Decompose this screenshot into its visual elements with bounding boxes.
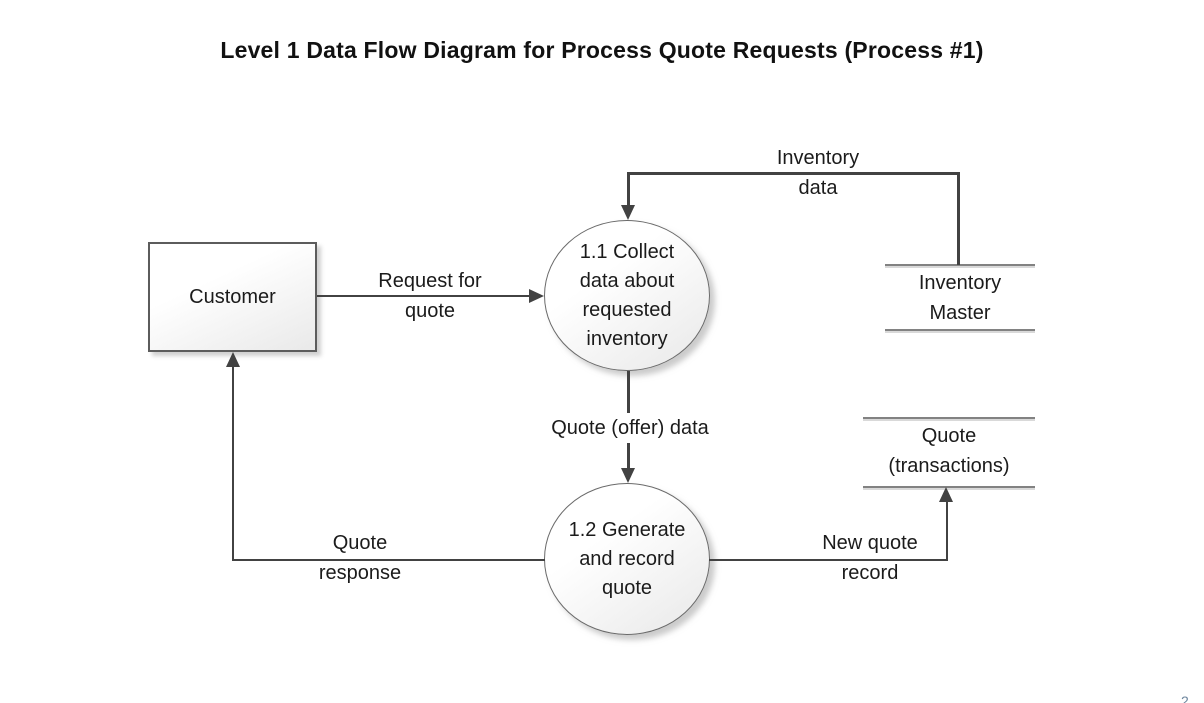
store-inventory-master-bottom-line bbox=[885, 329, 1035, 331]
process-1-1-collect-data: 1.1 Collect data about requested invento… bbox=[544, 220, 710, 371]
entity-customer: Customer bbox=[148, 242, 317, 352]
flow-inventory-data-hline bbox=[627, 172, 960, 175]
flow-new-quote-record-arrowhead-icon bbox=[939, 487, 953, 502]
flow-inventory-data-vline-store bbox=[957, 174, 960, 265]
flow-inventory-data-arrowhead-icon bbox=[621, 205, 635, 220]
flow-inventory-data-label: Inventory data bbox=[776, 147, 860, 199]
flow-quote-response-hline bbox=[232, 559, 545, 561]
process-1-2-label: 1.2 Generate and record quote bbox=[568, 518, 686, 599]
store-inventory-master-label: Inventory Master bbox=[918, 272, 1002, 324]
flow-quote-response-label: Quote response bbox=[318, 532, 402, 584]
entity-customer-label: Customer bbox=[189, 285, 276, 308]
flow-new-quote-record-hline bbox=[709, 559, 948, 561]
flow-quote-response-vline bbox=[232, 366, 234, 561]
flow-request-for-quote-label: Request for quote bbox=[378, 270, 482, 322]
flow-new-quote-record-label: New quote record bbox=[822, 532, 918, 584]
store-quote-transactions-top-line bbox=[863, 417, 1035, 419]
flow-request-for-quote-line bbox=[317, 295, 530, 297]
process-1-1-label: 1.1 Collect data about requested invento… bbox=[579, 240, 675, 350]
flow-quote-offer-data-arrowhead-icon bbox=[621, 468, 635, 483]
store-quote-transactions-label: Quote (transactions) bbox=[888, 425, 1010, 477]
flow-quote-offer-data-label: Quote (offer) data bbox=[526, 413, 734, 443]
process-1-2-generate-quote: 1.2 Generate and record quote bbox=[544, 483, 710, 635]
flow-request-for-quote-arrowhead-icon bbox=[529, 289, 544, 303]
page-number-fragment: 2 bbox=[1181, 693, 1189, 703]
flow-inventory-data-vline-process bbox=[627, 174, 630, 208]
store-inventory-master-top-line bbox=[885, 264, 1035, 266]
diagram-title: Level 1 Data Flow Diagram for Process Qu… bbox=[220, 37, 984, 63]
flow-quote-response-arrowhead-icon bbox=[226, 352, 240, 367]
flow-new-quote-record-vline bbox=[946, 501, 948, 561]
